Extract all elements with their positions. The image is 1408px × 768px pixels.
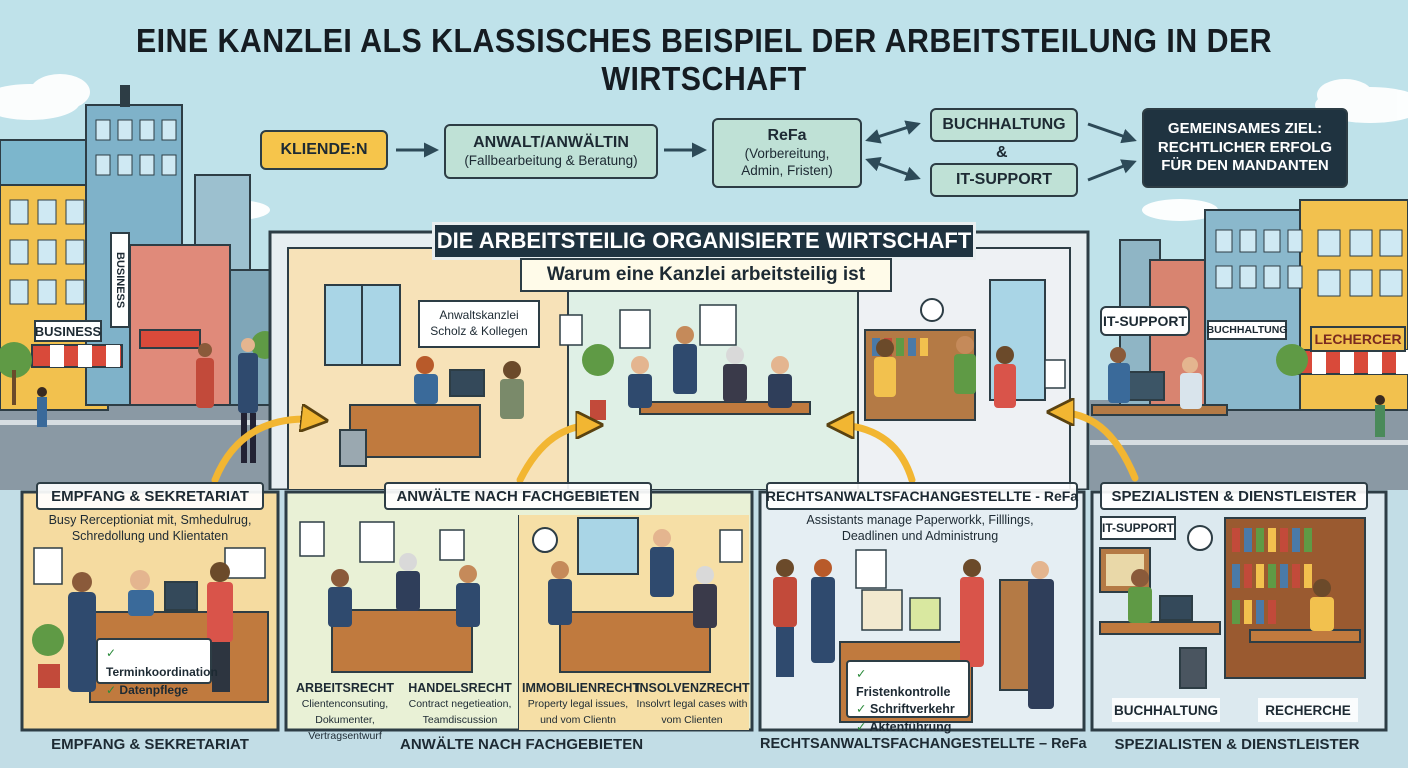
flow-lawyer: ANWALT/ANWÄLTIN (Fallbearbeitung & Berat… — [444, 124, 658, 179]
awning — [31, 329, 201, 368]
panel-reception-tasks: ✓ Terminkoordination ✓ Datenpflege — [96, 638, 218, 697]
panel-recherche-label: RECHERCHE — [1258, 698, 1358, 722]
flow-lawyer-title: ANWALT/ANWÄLTIN — [473, 134, 629, 152]
area-immobilienrecht: IMMOBILIENRECHT Property legal issues, u… — [522, 681, 641, 726]
street-people — [37, 338, 258, 463]
flow-goal: GEMEINSAMES ZIEL: RECHTLICHER ERFOLG FÜR… — [1142, 108, 1348, 188]
task-item: ✓ Fristenkontrolle — [856, 667, 951, 699]
flow-itsupport-label: IT-SUPPORT — [955, 171, 1052, 188]
panel-it-support-sign: IT-SUPPORT — [1100, 516, 1176, 540]
panel-buchhaltung-label: BUCHHALTUNG — [1112, 698, 1220, 722]
left-buildings — [0, 85, 279, 463]
business-sign: BUSINESS — [34, 320, 102, 342]
panel-reception-description: Busy Rerceptioniat mit, Smhedulrug, Schr… — [48, 513, 252, 544]
panel-reception-heading: EMPFANG & SEKRETARIAT — [36, 482, 264, 510]
flow-amp: & — [996, 144, 1008, 161]
task-item: ✓ Aktenführung — [856, 719, 952, 734]
bottom-label-lawyers: ANWÄLTE NACH FACHGEBIETEN — [400, 736, 644, 753]
area-handelsrecht: HANDELSRECHT Contract negetieation, Team… — [408, 681, 512, 726]
flow-client: KLIENDE:N — [260, 130, 388, 170]
panel-specialists-heading: SPEZIALISTEN & DIENSTLEISTER — [1100, 482, 1368, 510]
flow-itsupport: IT-SUPPORT — [930, 163, 1078, 197]
bottom-label-refa: RECHTSANWALTSFACHANGESTELLTE – ReFa — [760, 736, 1087, 752]
area-arbeitsrecht: ARBEITSRECHT Clientenconsuting, Dokument… — [296, 681, 394, 742]
shop-sign: LECHERCER — [1310, 326, 1406, 352]
panel-refa-tasks: ✓ Fristenkontrolle ✓ Schriftverkehr ✓ Ak… — [846, 660, 970, 734]
vertical-business-sign: BUSINESS — [110, 232, 130, 328]
bottom-label-specialists: SPEZIALISTEN & DIENSTLEISTER — [1114, 736, 1360, 753]
flow-refa: ReFa (Vorbereitung, Admin, Fristen) — [712, 118, 862, 188]
yellow-arrows — [211, 412, 1139, 484]
main-banner: DIE ARBEITSTEILIG ORGANISIERTE WIRTSCHAF… — [432, 222, 976, 260]
office-building — [268, 230, 1090, 492]
flow-client-label: KLIENDE:N — [280, 141, 368, 158]
it-support-sign: IT-SUPPORT — [1100, 306, 1190, 336]
flow-goal-label: GEMEINSAMES ZIEL: RECHTLICHER ERFOLG FÜR… — [1157, 119, 1333, 175]
bottom-label-reception: EMPFANG & SEKRETARIAT — [51, 736, 249, 753]
task-item: ✓ Terminkoordination — [106, 646, 218, 679]
awning — [1295, 349, 1408, 375]
sub-banner: Warum eine Kanzlei arbeitsteilig ist — [520, 258, 892, 292]
task-item: ✓ Schriftverkehr — [856, 702, 955, 716]
flow-refa-sub: (Vorbereitung, Admin, Fristen) — [741, 146, 833, 178]
flow-lawyer-sub: (Fallbearbeitung & Beratung) — [464, 153, 638, 169]
flow-buchhaltung: BUCHHALTUNG — [930, 108, 1078, 142]
panel2-illustration — [299, 517, 743, 673]
panel-refa-heading: RECHTSANWALTSFACHANGESTELLTE - ReFa — [766, 482, 1078, 510]
page-title: EINE KANZLEI ALS KLASSISCHES BEISPIEL DE… — [135, 22, 1273, 97]
task-item: ✓ Datenpflege — [106, 683, 189, 698]
right-buildings — [1091, 199, 1408, 437]
flow-buchhaltung-label: BUCHHALTUNG — [942, 116, 1066, 133]
flow-refa-title: ReFa — [767, 127, 807, 145]
buchhaltung-street-sign: BUCHHALTUNG — [1207, 320, 1287, 340]
panel4-illustration — [1099, 517, 1366, 689]
panel-refa-description: Assistants manage Paperworkk, Filllings,… — [806, 513, 1034, 544]
office-sign: Anwaltskanzlei Scholz & Kollegen — [418, 300, 540, 348]
area-insolvenzrecht: INSOLVENZRECHT Insolvrt legal cases with… — [636, 681, 750, 726]
flow-arrows — [396, 120, 1137, 182]
vertical-business-sign-label: BUSINESS — [114, 251, 126, 309]
panel-lawyers-heading: ANWÄLTE NACH FACHGEBIETEN — [384, 482, 652, 510]
